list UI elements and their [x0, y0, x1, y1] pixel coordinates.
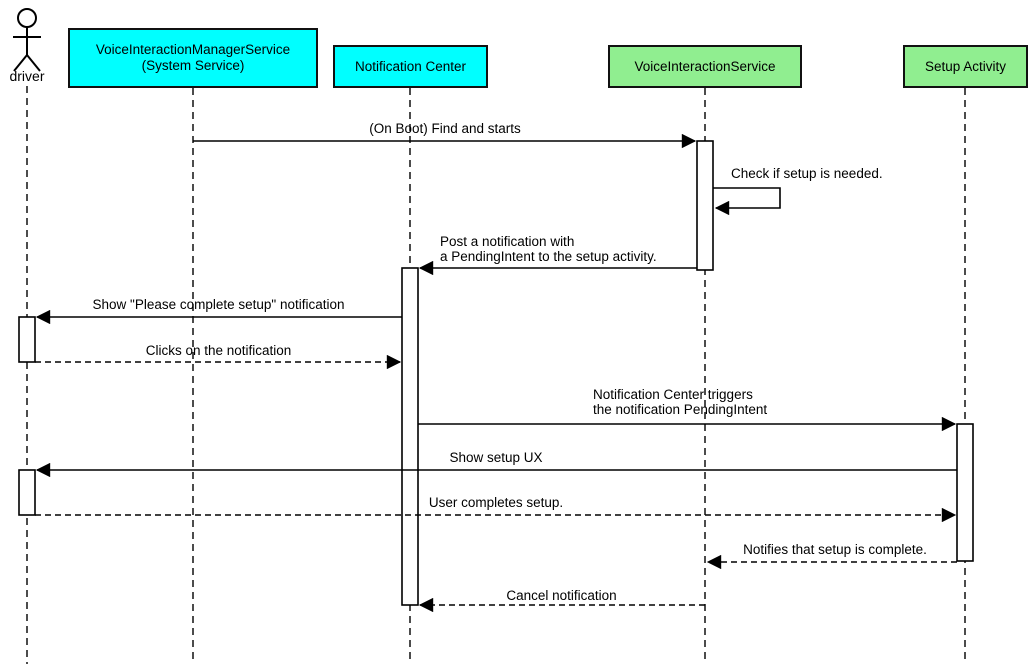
- activation-setup-activity: [956, 423, 974, 562]
- message-label-notifies-setup-complete: Notifies that setup is complete.: [743, 542, 927, 557]
- message-label-show-setup-ux: Show setup UX: [449, 450, 543, 465]
- activation-voice-interaction-service: [696, 140, 714, 271]
- actor-driver-icon: [13, 8, 41, 72]
- message-arrow-check-if-setup-needed: [713, 187, 781, 216]
- activation-notification-center: [401, 267, 419, 606]
- message-label-triggers-pendingintent: Notification Center triggers the notific…: [593, 387, 768, 417]
- message-label-on-boot-find-and-starts: (On Boot) Find and starts: [369, 121, 521, 136]
- actor-driver-label: driver: [9, 68, 45, 84]
- participant-notification-center: Notification Center: [333, 45, 488, 88]
- message-label-post-notification: Post a notification with a PendingIntent…: [440, 234, 657, 264]
- message-label-clicks-on-notification: Clicks on the notification: [145, 343, 292, 358]
- message-label-check-if-setup-needed: Check if setup is needed.: [731, 166, 883, 181]
- participant-setup-activity: Setup Activity: [903, 45, 1028, 88]
- participant-voice-interaction-service: VoiceInteractionService: [608, 45, 802, 88]
- message-label-user-completes-setup: User completes setup.: [428, 495, 564, 510]
- participant-voice-interaction-manager-service: VoiceInteractionManagerService (System S…: [68, 28, 318, 88]
- activation-driver-1: [18, 316, 36, 363]
- activation-driver-2: [18, 469, 36, 516]
- message-label-cancel-notification: Cancel notification: [506, 588, 617, 603]
- message-label-show-complete-setup-notification: Show "Please complete setup" notificatio…: [92, 297, 345, 312]
